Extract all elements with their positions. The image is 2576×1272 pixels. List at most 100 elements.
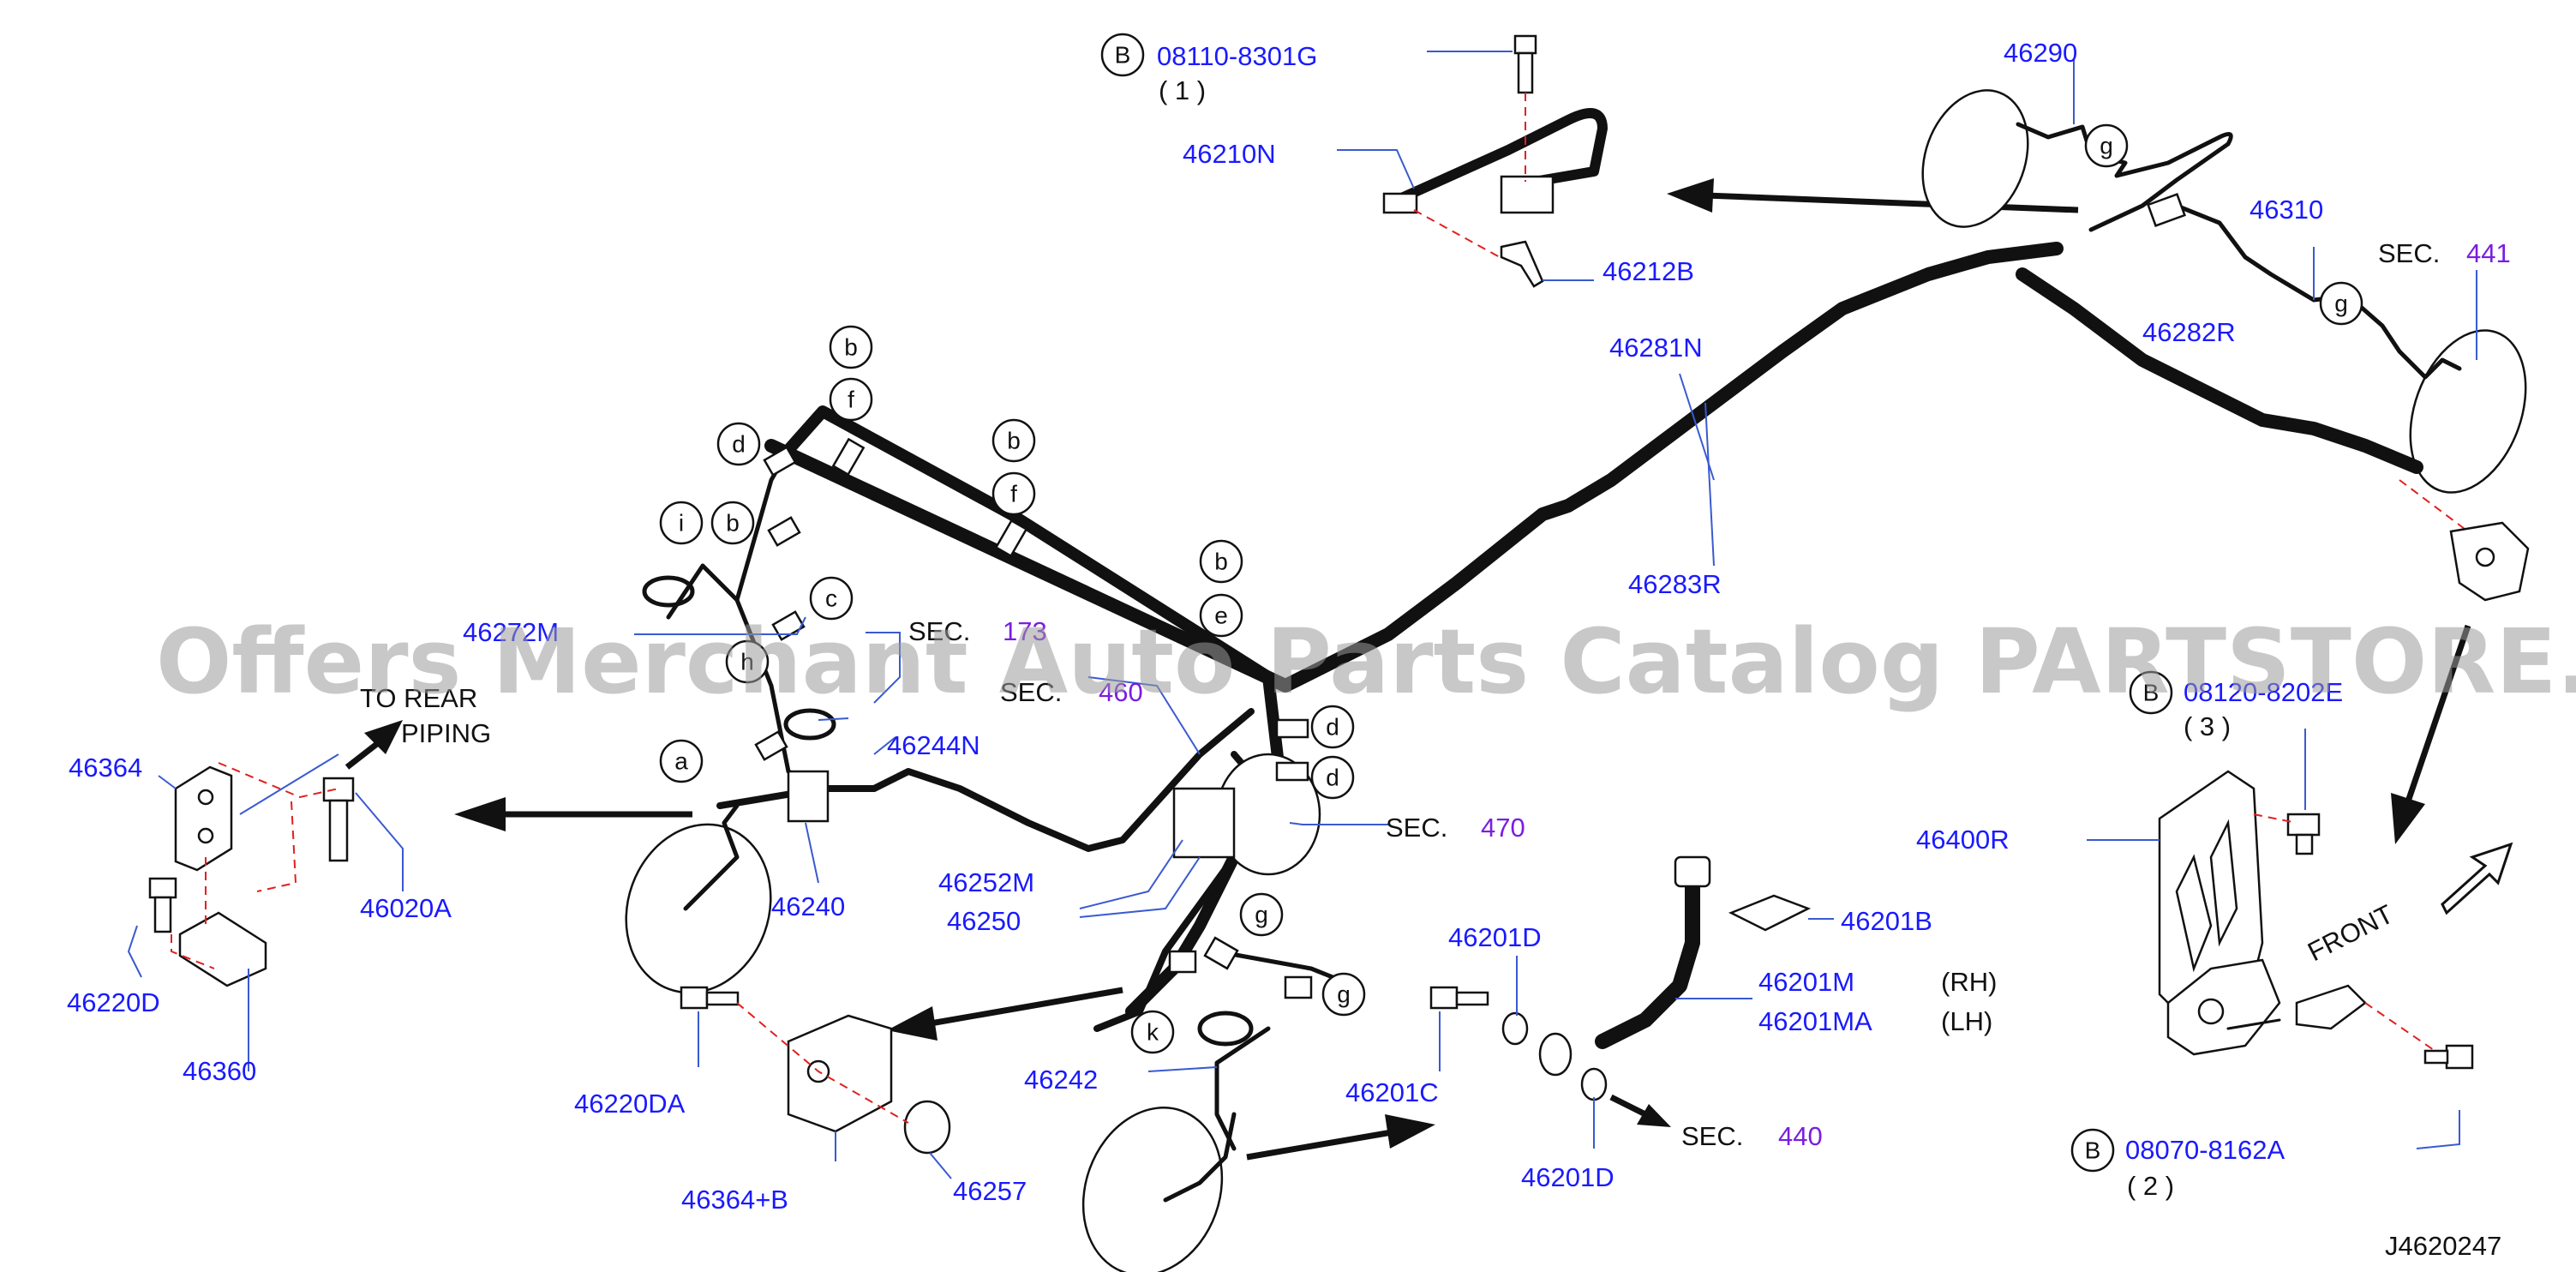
clip-46201B: [1728, 894, 1812, 932]
part-number-label: 46282R: [2142, 317, 2236, 347]
part-number-label: 46201D: [1448, 922, 1542, 952]
svg-text:c: c: [825, 585, 837, 612]
part-number-label: 46210N: [1183, 139, 1276, 169]
quantity-label: ( 3 ): [2184, 711, 2231, 741]
hose-fitting: [2147, 193, 2186, 227]
junction-46240: [787, 770, 830, 823]
direction-arrow: [887, 987, 1123, 1041]
section-number: 173: [1003, 616, 1047, 646]
circle-callout: d: [716, 422, 761, 466]
section-number: 440: [1778, 1121, 1823, 1151]
master-cylinder: [1172, 787, 1236, 859]
section-prefix: SEC.: [1386, 813, 1447, 843]
brake-pedal-assembly: [2087, 624, 2513, 1149]
side-label: (LH): [1941, 1006, 1992, 1036]
part-number-label: 46283R: [1628, 569, 1722, 599]
part-number-label: 46290: [2004, 38, 2077, 68]
circle-callout: e: [1199, 593, 1243, 638]
pedal-pivot: [2166, 958, 2281, 1056]
part-number-label: 46220DA: [574, 1089, 686, 1119]
circle-callout: b: [710, 501, 755, 545]
caliper-small: [2449, 521, 2530, 602]
bolt-pedal-top: [2286, 813, 2321, 855]
part-number-label: 46244N: [887, 730, 980, 760]
circle-callout: g: [1321, 972, 1366, 1017]
bracket-assembly-left: [127, 753, 404, 1071]
junction-block: [1500, 175, 1555, 214]
section-number: 460: [1099, 677, 1143, 707]
part-number-label: 46272M: [463, 617, 559, 647]
part-number-label: 46281N: [1609, 333, 1703, 363]
svg-text:k: k: [1147, 1019, 1159, 1046]
svg-text:d: d: [1326, 765, 1339, 791]
side-label: (RH): [1941, 967, 1997, 997]
part-number-label: 46364: [69, 753, 142, 783]
part-number-label: 08070-8162A: [2125, 1135, 2285, 1165]
banjo-fitting: [1538, 1032, 1573, 1077]
center-piping-cluster: [625, 405, 1388, 1272]
part-number-label: 46220D: [67, 987, 160, 1017]
washer-46201D: [1580, 1067, 1608, 1101]
main-brake-lines: [764, 242, 2469, 693]
part-number-label: 46212B: [1603, 256, 1694, 286]
direction-arrow: [344, 720, 403, 770]
part-number-label: 46252M: [938, 867, 1034, 897]
part-number-label: 46360: [183, 1056, 256, 1086]
part-number-label: 46242: [1024, 1065, 1098, 1095]
svg-text:b: b: [1214, 549, 1228, 575]
section-prefix: SEC.: [2378, 238, 2440, 268]
circle-callout: h: [725, 639, 770, 684]
part-number-label: 46250: [947, 906, 1021, 936]
part-number-label: 46201B: [1841, 906, 1932, 936]
circle-callout: i: [659, 501, 704, 545]
circle-callout: c: [809, 576, 854, 621]
svg-text:g: g: [1255, 902, 1268, 928]
to-rear-label: TO REAR: [360, 683, 477, 713]
section-prefix: SEC.: [1000, 677, 1062, 707]
circle-callout: k: [1130, 1010, 1175, 1054]
part-number-label: 46020A: [360, 893, 452, 923]
circle-callout: b: [991, 418, 1036, 463]
svg-text:d: d: [732, 431, 746, 458]
bracket-46360: [178, 911, 267, 987]
svg-text:B: B: [2143, 680, 2160, 706]
callout-bolt-bottom: B 08070-8162A ( 2 ): [2070, 1128, 2285, 1201]
clip-46212B: [1500, 240, 1544, 288]
part-number-label: 46310: [2250, 195, 2323, 225]
front-brake-disc: [625, 823, 772, 994]
svg-text:d: d: [1326, 714, 1339, 741]
hose-end-fitting: [1674, 855, 1711, 888]
part-number-label: 46201MA: [1758, 1006, 1872, 1036]
quantity-label: ( 1 ): [1159, 75, 1206, 105]
svg-text:h: h: [740, 649, 754, 675]
bolt-46220DA: [680, 986, 740, 1010]
watermark-text: Offers Merchant Auto Parts Catalog PARTS…: [156, 609, 2576, 714]
direction-arrow: [1246, 1114, 1435, 1161]
svg-text:a: a: [674, 748, 688, 775]
circle-callout: a: [659, 739, 704, 783]
bracket-46364: [174, 765, 233, 872]
callout-bolt-mid: B 08120-8202E ( 3 ): [2129, 670, 2343, 741]
bolt-46201C: [1429, 986, 1489, 1010]
section-prefix: SEC.: [1681, 1121, 1743, 1151]
svg-text:f: f: [848, 387, 854, 413]
section-number: 441: [2466, 238, 2511, 268]
part-number-label: 46201M: [1758, 967, 1854, 997]
svg-text:b: b: [844, 334, 858, 361]
bolt-pedal-bottom: [2423, 1044, 2474, 1070]
section-number: 470: [1481, 813, 1525, 843]
circle-callout: g: [2319, 281, 2363, 326]
circle-callout: g: [1239, 892, 1284, 937]
direction-arrow: [454, 797, 692, 831]
front-arrow-icon: [2441, 842, 2513, 915]
front-label: FRONT: [2303, 899, 2398, 968]
circle-callout: f: [829, 377, 873, 422]
brake-hose-assembly: [1429, 855, 1834, 1149]
svg-text:g: g: [2334, 291, 2348, 317]
svg-text:e: e: [1214, 603, 1228, 629]
part-number-label: 46240: [771, 891, 845, 921]
part-number-label: 46364+B: [681, 1185, 788, 1215]
bolt-46020A: [322, 777, 355, 862]
part-number-label: 46400R: [1916, 825, 2010, 855]
